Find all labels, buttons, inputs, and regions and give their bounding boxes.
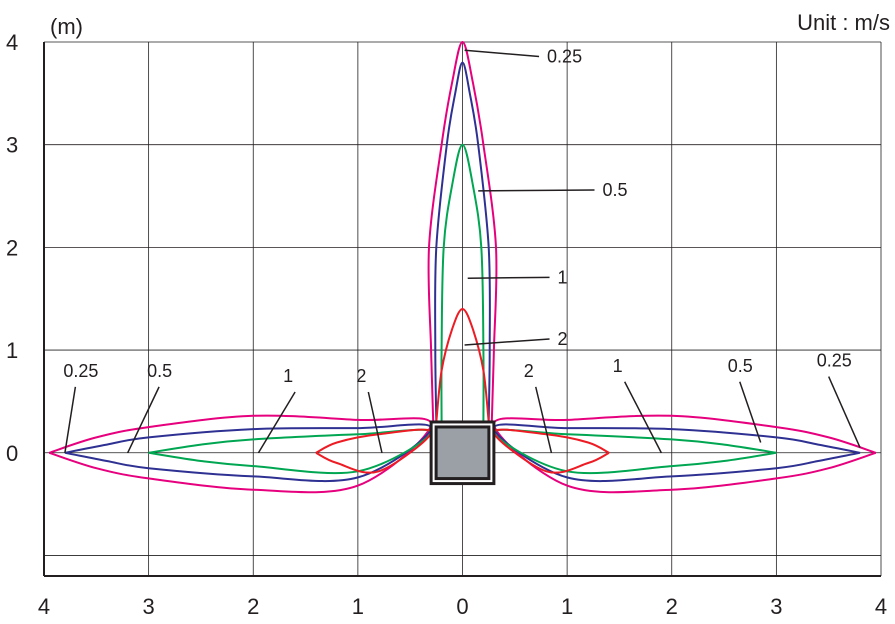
y-axis-unit-label: (m) — [50, 14, 83, 39]
y-tick-label: 0 — [6, 441, 18, 466]
contour-label: 0.5 — [603, 180, 628, 200]
x-tick-label: 2 — [666, 594, 678, 619]
contour-label: 0.25 — [547, 47, 582, 67]
y-tick-label: 2 — [6, 235, 18, 260]
contour-label: 0.5 — [728, 356, 753, 376]
contour-label: 0.5 — [147, 361, 172, 381]
x-tick-label: 4 — [875, 594, 887, 619]
label-leader — [257, 391, 296, 454]
label-leaders — [64, 49, 861, 454]
label-leader — [624, 381, 662, 454]
contour-label: 1 — [283, 366, 293, 386]
x-tick-label: 3 — [770, 594, 782, 619]
y-tick-label: 3 — [6, 133, 18, 158]
label-leader — [127, 386, 160, 454]
x-tick-label: 2 — [247, 594, 259, 619]
label-leader — [828, 376, 861, 448]
label-leader — [478, 189, 595, 192]
contour-label: 2 — [558, 329, 568, 349]
x-tick-label: 4 — [38, 594, 50, 619]
label-leader — [464, 338, 550, 346]
contour-label: 1 — [613, 356, 623, 376]
contour-vertical-0.5 — [434, 61, 491, 423]
y-tick-labels: 0 1 2 3 4 — [6, 30, 18, 466]
contour-vertical-2 — [435, 307, 490, 423]
contour-labels: 0.25 0.5 1 2 0.25 0.5 1 2 2 1 0.5 0.25 — [63, 47, 851, 386]
y-tick-label: 1 — [6, 338, 18, 363]
label-leader — [535, 386, 553, 453]
label-leader — [64, 386, 77, 453]
contour-label: 0.25 — [817, 351, 852, 371]
x-tick-label: 1 — [561, 594, 573, 619]
y-tick-label: 4 — [6, 30, 18, 55]
label-leader — [464, 49, 540, 58]
outlet-box — [429, 420, 496, 486]
contour-label: 2 — [524, 361, 534, 381]
x-tick-labels: 4 3 2 1 0 1 2 3 4 — [38, 594, 887, 619]
contour-label: 0.25 — [63, 361, 98, 381]
contour-label: 2 — [356, 366, 366, 386]
contour-vertical-1 — [440, 143, 485, 423]
label-leader — [467, 276, 550, 279]
label-leader — [367, 391, 383, 453]
x-tick-label: 3 — [143, 594, 155, 619]
x-tick-label: 1 — [352, 594, 364, 619]
unit-label: Unit : m/s — [797, 10, 890, 35]
contour-label: 1 — [558, 267, 568, 287]
contour-vertical-0.25 — [427, 40, 498, 423]
outlet-box-core — [434, 425, 491, 481]
label-leader — [739, 381, 762, 443]
x-tick-label: 0 — [456, 594, 468, 619]
